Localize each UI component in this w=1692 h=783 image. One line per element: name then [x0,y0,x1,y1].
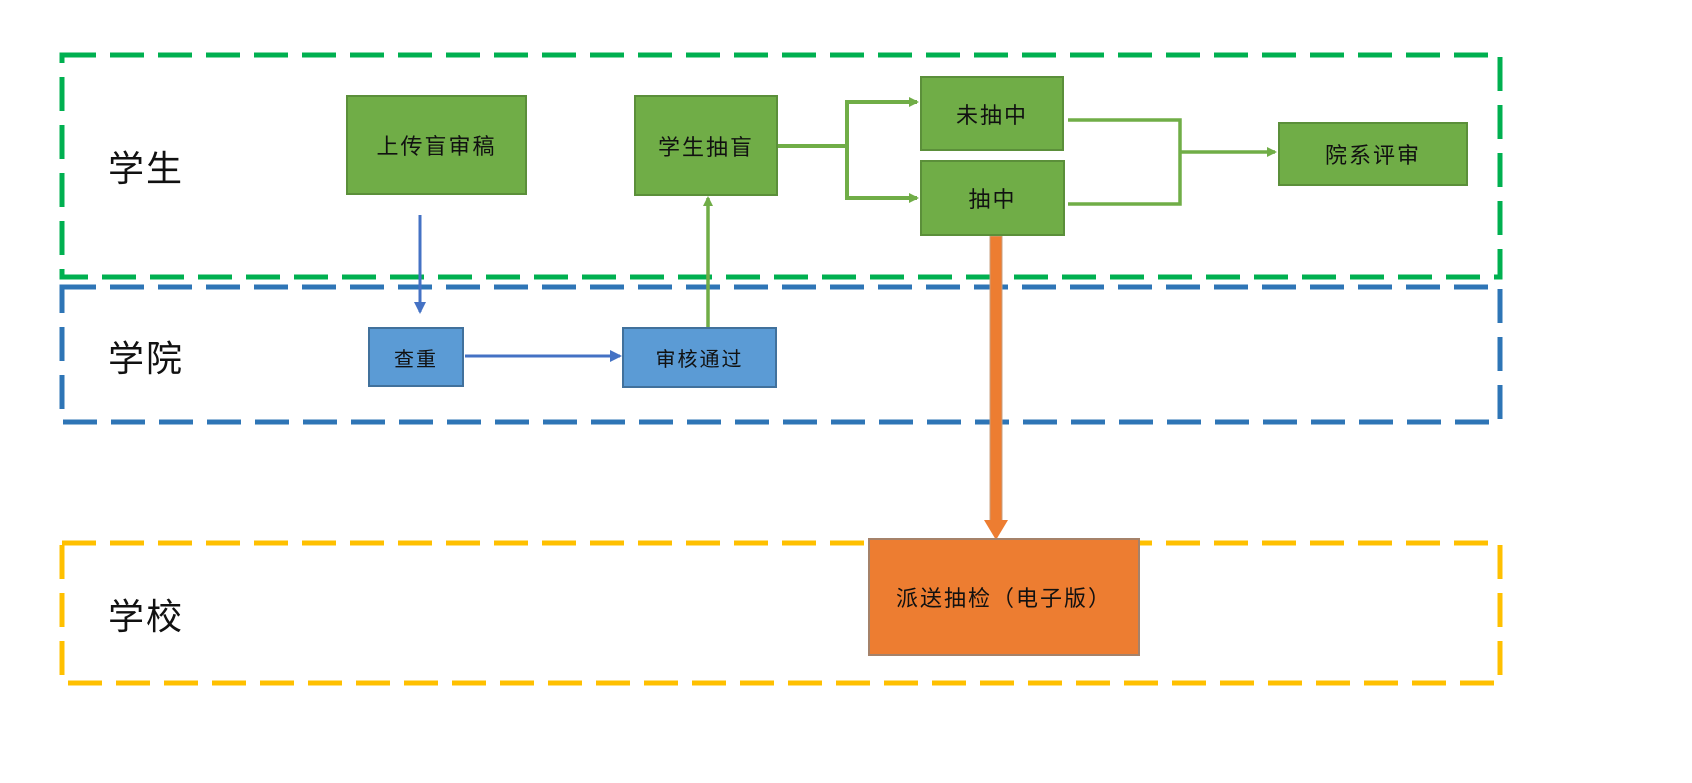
edge-selected-to-spotcheck [989,235,1003,524]
node-duplicate-check[interactable]: 查重 [368,327,464,387]
node-dept-review[interactable]: 院系评审 [1278,122,1468,186]
node-student-draw[interactable]: 学生抽盲 [634,95,778,196]
lane-label-college: 学院 [108,339,185,380]
node-upload-draft[interactable]: 上传盲审稿 [346,95,527,195]
node-review-approved[interactable]: 审核通过 [622,327,777,388]
edge-draw-to-selected [845,146,919,203]
edge-spotcheck-arrowhead [984,520,1008,540]
node-not-selected[interactable]: 未抽中 [920,76,1064,151]
node-spot-check-electronic[interactable]: 派送抽检（电子版） [868,538,1140,656]
edge-selected-to-review [1068,152,1182,206]
lane-label-school: 学校 [108,597,185,638]
lane-border-school [59,540,1503,686]
edge-not-selected-to-review [1068,118,1182,152]
lane-border-college [59,284,1503,425]
lane-border-student [59,52,1503,280]
lane-label-student: 学生 [108,149,185,190]
node-selected[interactable]: 抽中 [920,160,1065,236]
edge-draw-to-not-selected [778,97,919,148]
